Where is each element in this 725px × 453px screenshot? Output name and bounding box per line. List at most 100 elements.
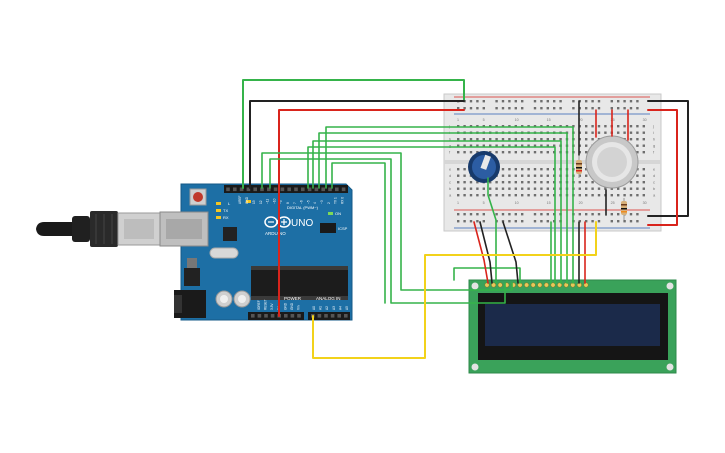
power-header-label: POWER: [284, 296, 302, 301]
wire-green-d5: [307, 146, 556, 284]
analog-header-hole: [344, 314, 348, 318]
wire-black-top: [249, 100, 465, 189]
breadboard-column-number: 1: [457, 118, 459, 122]
resistor-2: [621, 198, 627, 220]
lcd-header-pin: [491, 282, 497, 288]
usb-chip: [223, 227, 237, 241]
lcd-header-pin: [557, 282, 563, 288]
wire-black-lcd2: [502, 221, 519, 284]
breadboard-column-number: 15: [547, 201, 551, 205]
breadboard-row-letter: e: [653, 167, 656, 172]
breadboard-row-letter: f: [653, 150, 655, 155]
breadboard-row-letter: c: [653, 180, 655, 185]
led-tx-label: TX: [223, 208, 228, 213]
potentiometer: [468, 151, 500, 183]
wire-green-d3: [318, 132, 568, 284]
power-header-hole: [251, 314, 255, 318]
analog-pin-label: A0: [312, 306, 316, 310]
digital-header-hole: [226, 187, 230, 192]
digital-pin-label: 8: [286, 202, 290, 204]
wire-black-right: [647, 100, 689, 217]
wire-green-d4: [312, 140, 562, 284]
breadboard-column-number: 25: [611, 201, 615, 205]
digital-pin-label: RX 0: [340, 197, 344, 204]
power-pin-label: 3.3V: [270, 303, 274, 310]
wire-green-d2: [325, 126, 574, 284]
breadboard-column-number: 15: [547, 118, 551, 122]
lcd-header-pin: [537, 282, 543, 288]
resistor-1: [576, 156, 582, 178]
gnd-pin-label: GND: [245, 196, 249, 204]
analog-header-hole: [317, 314, 322, 318]
wire-green-top: [242, 79, 465, 189]
gas-sensor: [585, 135, 639, 189]
digital-header-hole: [321, 187, 325, 192]
breadboard-row-letter: d: [653, 173, 655, 178]
digital-header-hole: [273, 187, 278, 192]
digital-pin-label: TX 1: [334, 197, 338, 204]
breadboard-row-letter: a: [653, 193, 656, 198]
arduino-uno-board: ICSP L TX RX ON UNO ARDUINO DIGITAL (PWM…: [159, 183, 353, 321]
digital-header-hole: [335, 187, 339, 192]
power-header-hole: [270, 314, 275, 318]
breadboard-row-letter: g: [449, 143, 451, 148]
breadboard-column-number: 10: [515, 201, 519, 205]
digital-header-hole: [267, 187, 271, 192]
breadboard-row-letter: d: [449, 173, 451, 178]
led-rx-label: RX: [223, 215, 229, 220]
power-header-hole: [297, 314, 301, 318]
wire-green-lcd-a: [453, 267, 521, 284]
digital-pin-label: 13: [252, 200, 256, 204]
analog-pin-label: A5: [345, 306, 349, 310]
power-pin-header: [248, 312, 304, 320]
led-l-label: L: [228, 201, 231, 206]
power-pin-label: RESET: [264, 299, 268, 310]
wire-yellow: [312, 221, 597, 359]
digital-header-hole: [260, 187, 264, 192]
wire-red-5v: [278, 109, 465, 317]
digital-pin-label: ~6: [300, 200, 304, 204]
breadboard-row-letter: b: [449, 186, 452, 191]
digital-pin-label: ~5: [306, 200, 310, 204]
power-pin-label: Vin: [297, 305, 301, 310]
digital-pin-label: ~11: [266, 199, 270, 204]
breadboard-row-letter: j: [652, 124, 654, 129]
analog-header-hole: [330, 314, 335, 318]
analog-header-hole: [324, 314, 328, 318]
lcd-header-pin: [583, 282, 589, 288]
digital-header-hole: [287, 187, 291, 192]
analog-header-hole: [337, 314, 341, 318]
power-header-hole: [257, 314, 262, 318]
aref-pin-label: AREF: [238, 195, 242, 204]
atmega-chip: [251, 269, 348, 297]
breadboard-row-letter: a: [449, 193, 452, 198]
lcd-header-pin: [484, 282, 490, 288]
digital-pin-label: 12: [259, 200, 263, 204]
digital-header-hole: [280, 187, 285, 192]
digital-header-hole: [301, 187, 305, 192]
lcd-header-pin: [550, 282, 556, 288]
wire-green-d6: [331, 162, 386, 304]
digital-pin-label: ~3: [320, 200, 324, 204]
analog-pin-label: A3: [332, 306, 336, 310]
digital-pin-label: 2: [327, 202, 331, 204]
wire-green-d12: [269, 158, 506, 304]
digital-pin-label: 4: [313, 202, 317, 204]
breadboard-row-letter: c: [449, 180, 451, 185]
breadboard-row-letter: g: [653, 143, 655, 148]
breadboard-row-letter: b: [653, 186, 656, 191]
wires: [242, 79, 689, 359]
analog-pin-label: A2: [325, 306, 329, 310]
lcd-header-pin: [563, 282, 569, 288]
breadboard-column-number: 20: [579, 118, 583, 122]
lcd-module: [468, 279, 677, 374]
lcd-header-pin: [524, 282, 530, 288]
power-header-hole: [290, 314, 295, 318]
digital-pin-header: [224, 185, 348, 193]
lcd-header-pin: [497, 282, 503, 288]
wire-red-right: [647, 109, 678, 226]
breadboard-row-letter: i: [653, 130, 654, 135]
power-header-hole: [284, 314, 288, 318]
breadboard-column-number: 5: [483, 201, 485, 205]
